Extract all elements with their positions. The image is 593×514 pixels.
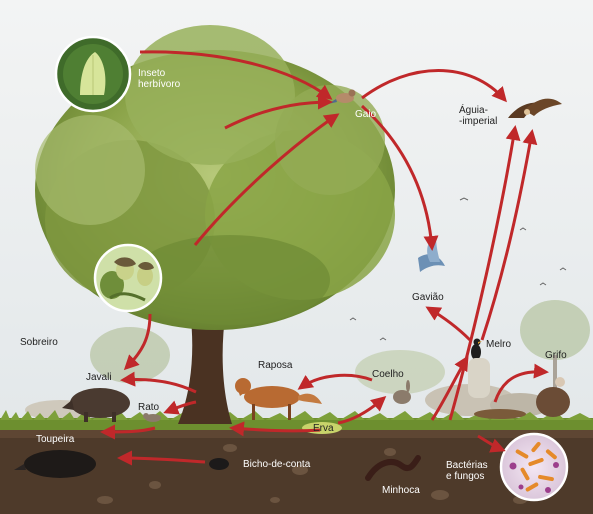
- label-raposa: Raposa: [258, 360, 292, 371]
- label-minhoca: Minhoca: [382, 485, 420, 496]
- acorn-inset: [95, 245, 161, 311]
- label-gaio: Gaio: [355, 109, 376, 120]
- label-bicho-de-conta: Bicho-de-conta: [243, 459, 310, 470]
- label-erva: Erva: [313, 423, 334, 434]
- carcass: [474, 409, 526, 419]
- label-toupeira: Toupeira: [36, 434, 74, 445]
- label-sobreiro: Sobreiro: [20, 337, 58, 348]
- label-inseto: Inseto herbívoro: [138, 68, 180, 90]
- insect-inset: [56, 37, 130, 111]
- label-grifo: Grifo: [545, 350, 567, 361]
- label-coelho: Coelho: [372, 369, 404, 380]
- label-gaviao: Gavião: [412, 292, 444, 303]
- bicho-de-conta-animal: [209, 458, 229, 470]
- label-rato: Rato: [138, 402, 159, 413]
- label-bacterias: Bactérias e fungos: [446, 460, 488, 482]
- label-javali: Javali: [86, 372, 112, 383]
- label-melro: Melro: [486, 339, 511, 350]
- bacteria-inset: [501, 434, 567, 500]
- label-aguia: Águia- -imperial: [459, 105, 497, 127]
